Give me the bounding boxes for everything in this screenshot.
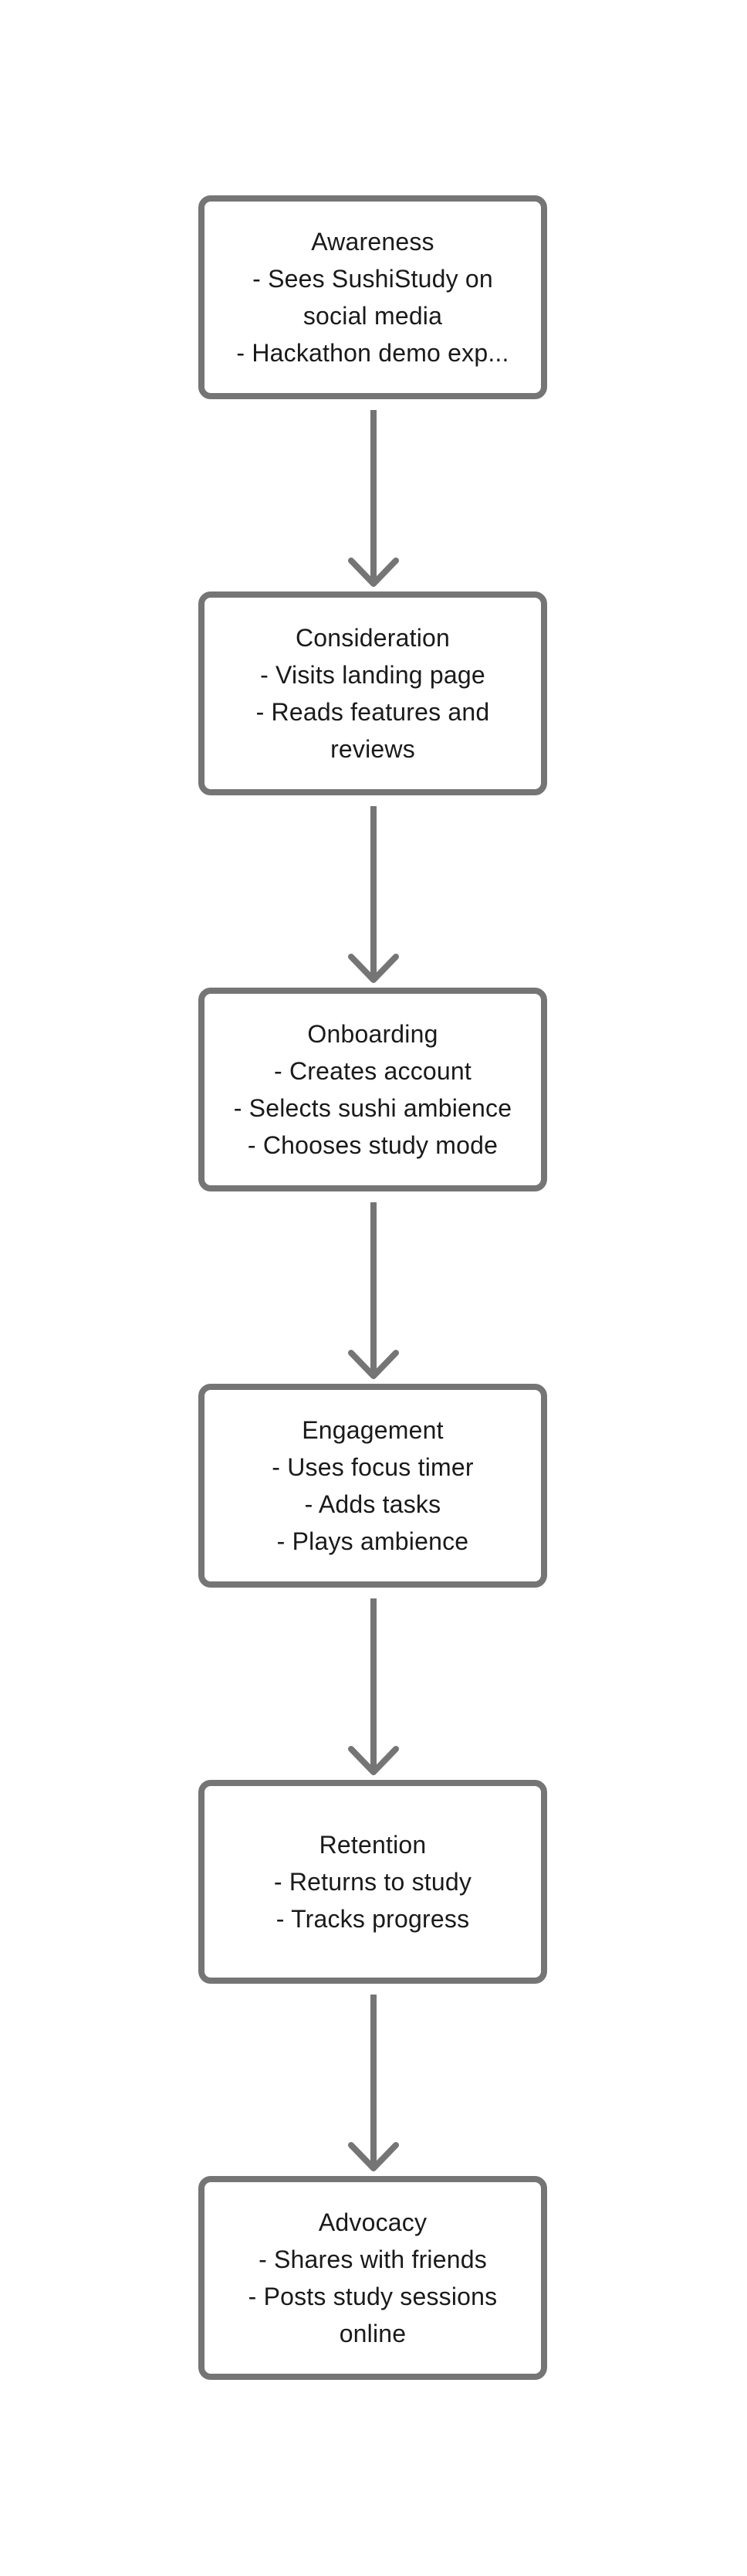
node-line: - Visits landing page <box>260 661 485 689</box>
node-line: - Returns to study <box>273 1868 472 1896</box>
node-title: Retention <box>319 1831 427 1859</box>
node-title: Engagement <box>302 1416 444 1444</box>
node-label: Advocacy - Shares with friends - Posts s… <box>248 2204 498 2352</box>
node-onboarding: Onboarding - Creates account - Selects s… <box>198 988 547 1191</box>
node-line: online <box>339 2320 407 2347</box>
node-label: Awareness - Sees SushiStudy on social me… <box>236 223 509 371</box>
node-line: - Reads features and <box>255 698 490 726</box>
node-line: - Posts study sessions <box>248 2283 498 2310</box>
node-consideration: Consideration - Visits landing page - Re… <box>198 591 547 795</box>
node-label: Consideration - Visits landing page - Re… <box>256 619 490 768</box>
node-line: reviews <box>330 735 415 763</box>
node-label: Onboarding - Creates account - Selects s… <box>234 1015 512 1164</box>
node-line: - Shares with friends <box>259 2246 487 2273</box>
node-line: - Hackathon demo exp... <box>236 339 509 367</box>
down-arrow-icon <box>348 1995 399 2171</box>
node-line: - Creates account <box>274 1057 472 1085</box>
node-title: Onboarding <box>307 1020 438 1048</box>
node-line: social media <box>303 302 443 330</box>
node-retention: Retention - Returns to study - Tracks pr… <box>198 1780 547 1984</box>
node-awareness: Awareness - Sees SushiStudy on social me… <box>198 195 547 399</box>
node-line: - Uses focus timer <box>272 1453 474 1481</box>
node-line: - Sees SushiStudy on <box>252 265 493 293</box>
node-line: - Tracks progress <box>275 1905 470 1933</box>
node-advocacy: Advocacy - Shares with friends - Posts s… <box>198 2176 547 2380</box>
node-line: - Chooses study mode <box>247 1131 499 1159</box>
node-line: - Plays ambience <box>276 1527 469 1555</box>
down-arrow-icon <box>348 410 399 587</box>
node-line: - Selects sushi ambience <box>233 1094 512 1122</box>
down-arrow-icon <box>348 1598 399 1775</box>
node-line: - Adds tasks <box>304 1490 441 1518</box>
node-title: Advocacy <box>318 2208 428 2236</box>
node-title: Awareness <box>311 228 434 256</box>
node-engagement: Engagement - Uses focus timer - Adds tas… <box>198 1384 547 1588</box>
node-title: Consideration <box>295 624 451 652</box>
node-label: Engagement - Uses focus timer - Adds tas… <box>272 1412 473 1560</box>
down-arrow-icon <box>348 806 399 983</box>
down-arrow-icon <box>348 1202 399 1379</box>
node-label: Retention - Returns to study - Tracks pr… <box>274 1826 472 1937</box>
